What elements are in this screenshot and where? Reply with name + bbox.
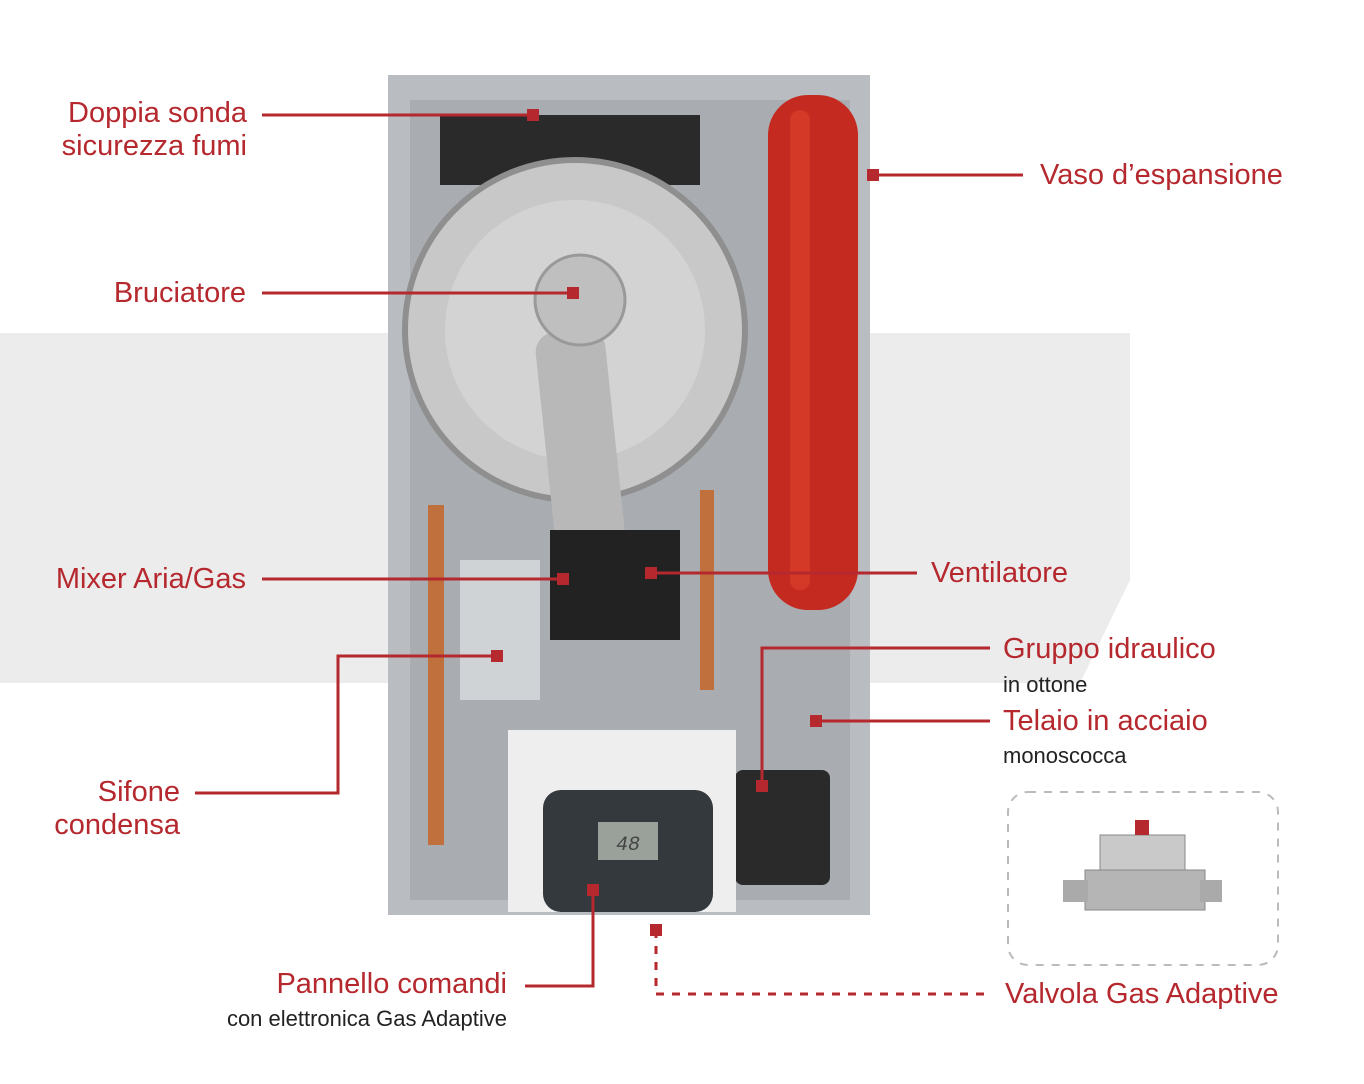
panel-display-readout: 48 bbox=[616, 834, 640, 857]
label-vaso: Vaso d’espansione bbox=[1040, 159, 1283, 191]
boiler-illustration: 48 bbox=[388, 75, 870, 915]
label-bruciatore: Bruciatore bbox=[113, 277, 246, 309]
label-mixer: Mixer Aria/Gas bbox=[55, 563, 246, 595]
label-line: sicurezza fumi bbox=[61, 130, 247, 162]
label-line: condensa bbox=[54, 809, 180, 841]
leader-lines bbox=[195, 113, 1023, 996]
leader-gruppo bbox=[760, 646, 990, 786]
label-pannello-sub: con elettronica Gas Adaptive bbox=[226, 1006, 507, 1031]
leader-pannello bbox=[525, 890, 595, 988]
label-ventilatore: Ventilatore bbox=[931, 557, 1069, 589]
label-line: Sifone bbox=[97, 776, 180, 808]
label-valvola: Valvola Gas Adaptive bbox=[1005, 978, 1279, 1010]
label-telaio: Telaio in acciaio bbox=[1003, 705, 1208, 737]
label-line: Doppia sonda bbox=[68, 97, 247, 129]
label-doppia-sonda: Doppia sonda sicurezza fumi bbox=[62, 97, 247, 163]
leader-markers bbox=[491, 109, 879, 936]
valve-inset-frame bbox=[1007, 791, 1279, 966]
leader-valvola bbox=[654, 930, 992, 996]
label-pannello: Pannello comandi bbox=[276, 968, 507, 1000]
label-gruppo-sub: in ottone bbox=[1003, 672, 1088, 697]
gas-valve-illustration bbox=[1063, 820, 1222, 911]
leader-sifone bbox=[195, 654, 497, 795]
label-sifone: Sifone condensa bbox=[54, 776, 180, 842]
label-telaio-sub: monoscocca bbox=[1003, 743, 1127, 768]
label-gruppo: Gruppo idraulico bbox=[1003, 633, 1216, 665]
